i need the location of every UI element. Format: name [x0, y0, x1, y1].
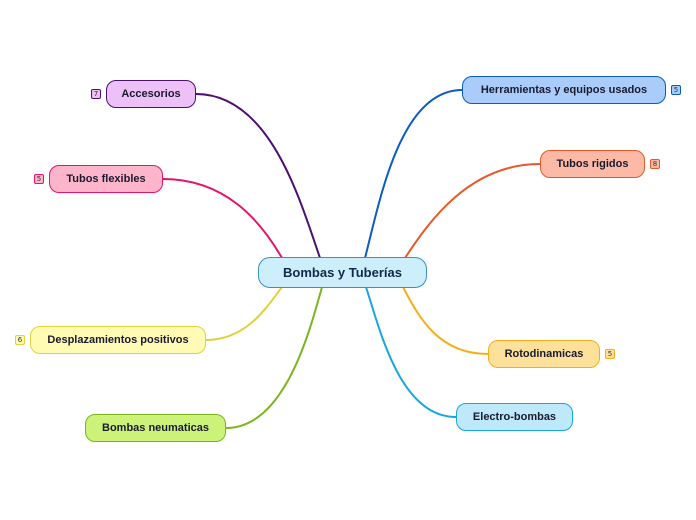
connector-rotodinamicas: [402, 286, 489, 355]
central-topic-label: Bombas y Tuberías: [283, 265, 402, 280]
topic-tubos-rigidos[interactable]: Tubos rigidos: [540, 150, 645, 178]
topic-electro-bombas[interactable]: Electro-bombas: [456, 403, 573, 431]
connector-tubos-rigidos: [404, 163, 541, 259]
count-badge[interactable]: 8: [650, 159, 660, 169]
count-badge[interactable]: 7: [91, 89, 101, 99]
topic-label: Tubos flexibles: [66, 173, 146, 185]
connector-tubos-flexibles: [162, 178, 283, 259]
connector-neumaticas: [225, 286, 323, 429]
count-badge[interactable]: 5: [605, 349, 615, 359]
topic-rotodinamicas[interactable]: Rotodinamicas: [488, 340, 600, 368]
connector-electro: [365, 286, 457, 418]
topic-label: Bombas neumaticas: [102, 422, 209, 434]
topic-label: Electro-bombas: [472, 411, 557, 423]
central-topic[interactable]: Bombas y Tuberías: [258, 257, 427, 288]
topic-herramientas-y-equipos[interactable]: Herramientas y equipos usados: [462, 76, 666, 104]
topic-bombas-neumaticas[interactable]: Bombas neumaticas: [85, 414, 226, 442]
topic-desplazamientos-positivos[interactable]: Desplazamientos positivos: [30, 326, 206, 354]
count-badge[interactable]: 5: [671, 85, 681, 95]
connector-accesorios: [195, 93, 321, 259]
topic-label: Desplazamientos positivos: [47, 334, 189, 346]
topic-label: Herramientas y equipos usados: [480, 84, 648, 96]
count-badge[interactable]: 6: [15, 335, 25, 345]
connector-desplazamientos: [205, 286, 283, 341]
topic-label: Accesorios: [121, 88, 181, 100]
topic-tubos-flexibles[interactable]: Tubos flexibles: [49, 165, 163, 193]
connector-herramientas: [364, 89, 463, 259]
topic-label: Rotodinamicas: [504, 348, 584, 360]
count-badge[interactable]: 5: [34, 174, 44, 184]
topic-accesorios[interactable]: Accesorios: [106, 80, 196, 108]
topic-label: Tubos rigidos: [556, 158, 629, 170]
